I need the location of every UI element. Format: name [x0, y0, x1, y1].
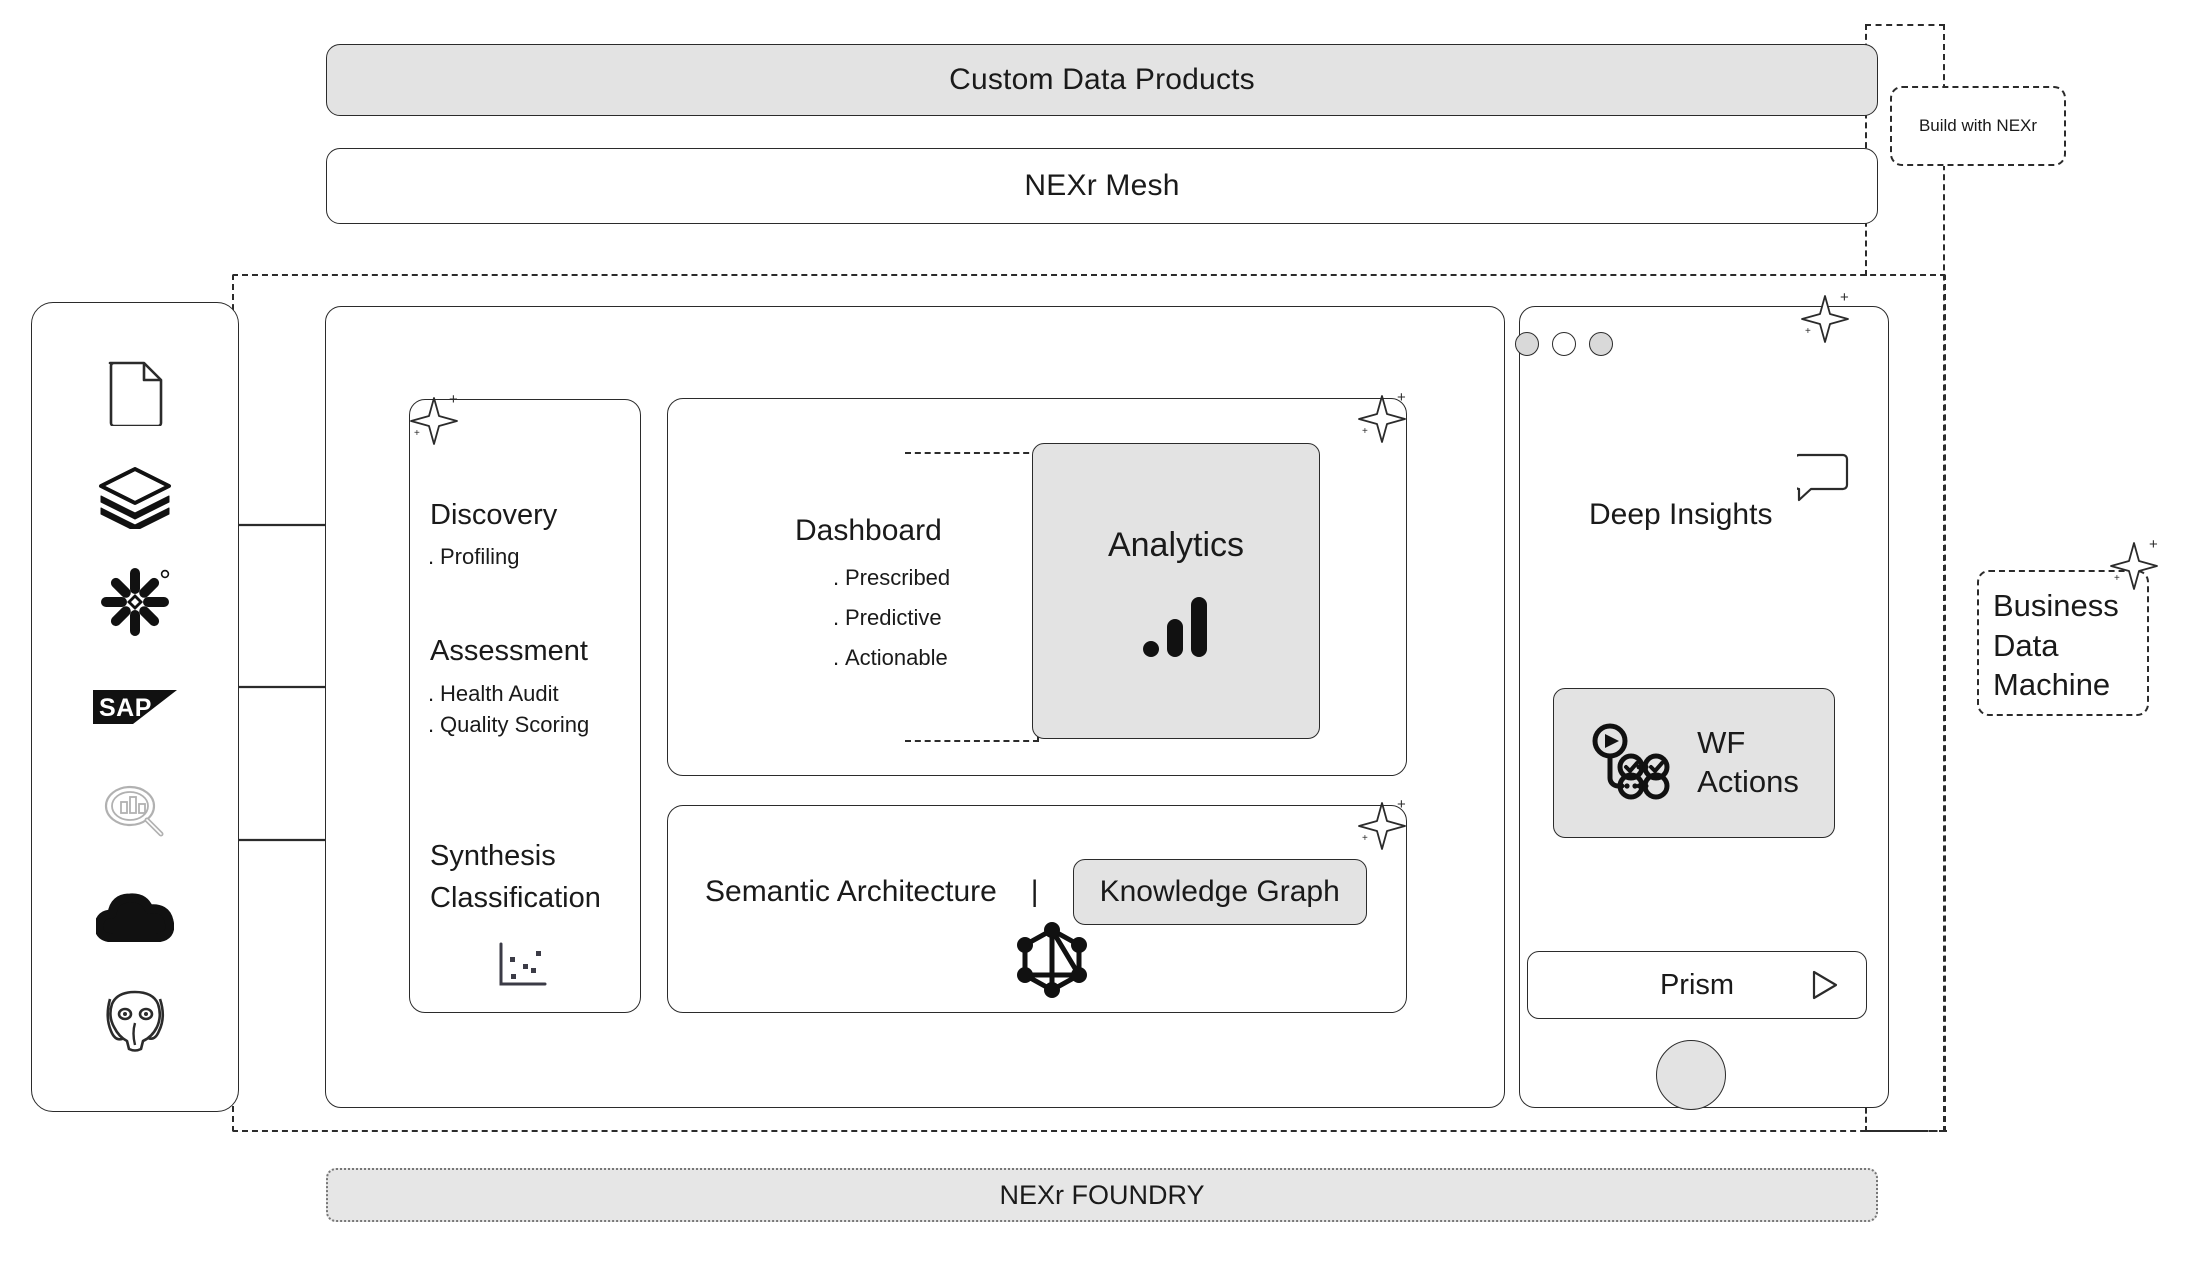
nexr-foundry-label: NEXr FOUNDRY [999, 1179, 1205, 1210]
assessment-title: Assessment [430, 635, 588, 667]
nexr-mesh-banner[interactable]: NEXr Mesh [326, 148, 1878, 224]
synthesis-title-line2: Classification [430, 882, 601, 914]
bdm-line1: Business [1993, 588, 2119, 623]
nexr-mesh-label: NEXr Mesh [1024, 169, 1180, 202]
assessment-bullet-0: .Health Audit [428, 678, 559, 710]
scatter-plot-icon [499, 942, 547, 986]
chat-bubble-icon[interactable] [1797, 452, 1849, 502]
pipeline-panel [409, 399, 641, 1013]
analytics-card[interactable]: Analytics [1032, 443, 1320, 739]
discovery-title: Discovery [430, 499, 558, 531]
home-button[interactable] [1656, 1040, 1726, 1110]
custom-data-products-banner[interactable]: Custom Data Products [326, 44, 1878, 116]
wf-actions-line2: Actions [1697, 764, 1799, 799]
data-sources-sidebar: SAP [31, 302, 239, 1112]
dashboard-bullet-1: .Predictive [833, 602, 942, 634]
sap-icon[interactable]: SAP [92, 664, 178, 750]
dashboard-bullet-1-label: Predictive [845, 605, 942, 630]
svg-text:+: + [2149, 536, 2158, 553]
document-icon[interactable] [92, 350, 178, 436]
semantic-separator: | [1030, 875, 1039, 908]
synthesis-title-line1: Synthesis [430, 840, 556, 872]
bullet-dot: . [428, 712, 435, 737]
dashboard-bullet-2-label: Actionable [845, 645, 948, 670]
assessment-bullet-1: .Quality Scoring [428, 709, 589, 741]
discovery-bullet-0: .Profiling [428, 541, 519, 573]
bullet-dot: . [833, 645, 840, 670]
svg-text:SAP: SAP [99, 694, 152, 722]
workflow-icon [1592, 723, 1670, 800]
bullet-dot: . [833, 565, 840, 590]
assessment-bullet-0-label: Health Audit [440, 681, 559, 706]
wf-actions-line1: WF [1697, 725, 1746, 761]
window-dot-3[interactable] [1589, 332, 1613, 356]
bullet-dot: . [833, 605, 840, 630]
analytics-label: Analytics [1107, 525, 1245, 564]
build-with-nexr-label: Build with NEXr [1918, 116, 2038, 135]
bdm-line3: Machine [1993, 667, 2111, 703]
discovery-bullet-0-label: Profiling [440, 544, 520, 569]
semantic-architecture-row: Semantic Architecture | Knowledge Graph [705, 855, 1367, 929]
nexr-foundry-bar[interactable]: NEXr FOUNDRY [326, 1168, 1878, 1222]
snowflake-icon[interactable] [92, 559, 178, 645]
bullet-dot: . [428, 681, 435, 706]
data-search-icon[interactable] [92, 769, 178, 855]
dashboard-bullet-0: .Prescribed [833, 562, 950, 594]
cloud-icon[interactable] [92, 874, 178, 960]
window-dot-2[interactable] [1552, 332, 1576, 356]
bar-chart-icon [1143, 596, 1207, 657]
assessment-bullet-1-label: Quality Scoring [440, 712, 590, 737]
dashboard-connector-box [905, 452, 1039, 742]
window-dot-1[interactable] [1515, 332, 1539, 356]
dashboard-title: Dashboard [795, 514, 942, 547]
prism-label: Prism [1659, 968, 1735, 1001]
window-chrome-dots [1515, 332, 1613, 356]
deep-insights-title: Deep Insights [1589, 498, 1773, 531]
wf-actions-card[interactable]: WF Actions [1553, 688, 1835, 838]
bullet-dot: . [428, 544, 435, 569]
databricks-icon[interactable] [92, 455, 178, 541]
play-icon[interactable] [1806, 968, 1840, 1002]
knowledge-graph-chip[interactable]: Knowledge Graph [1072, 859, 1367, 925]
semantic-architecture-title: Semantic Architecture [705, 875, 997, 908]
knowledge-graph-label: Knowledge Graph [1099, 875, 1340, 908]
build-with-nexr-badge: Build with NEXr [1890, 86, 2066, 166]
business-data-machine-label: Business Data Machine [1977, 570, 2149, 716]
postgresql-icon[interactable] [92, 978, 178, 1064]
dashboard-bullet-0-label: Prescribed [845, 565, 951, 590]
custom-data-products-label: Custom Data Products [949, 63, 1255, 96]
knowledge-graph-icon [1017, 922, 1087, 998]
dashboard-bullet-2: .Actionable [833, 642, 948, 674]
prism-button[interactable]: Prism [1527, 951, 1867, 1019]
bdm-line2: Data [1993, 627, 2059, 663]
